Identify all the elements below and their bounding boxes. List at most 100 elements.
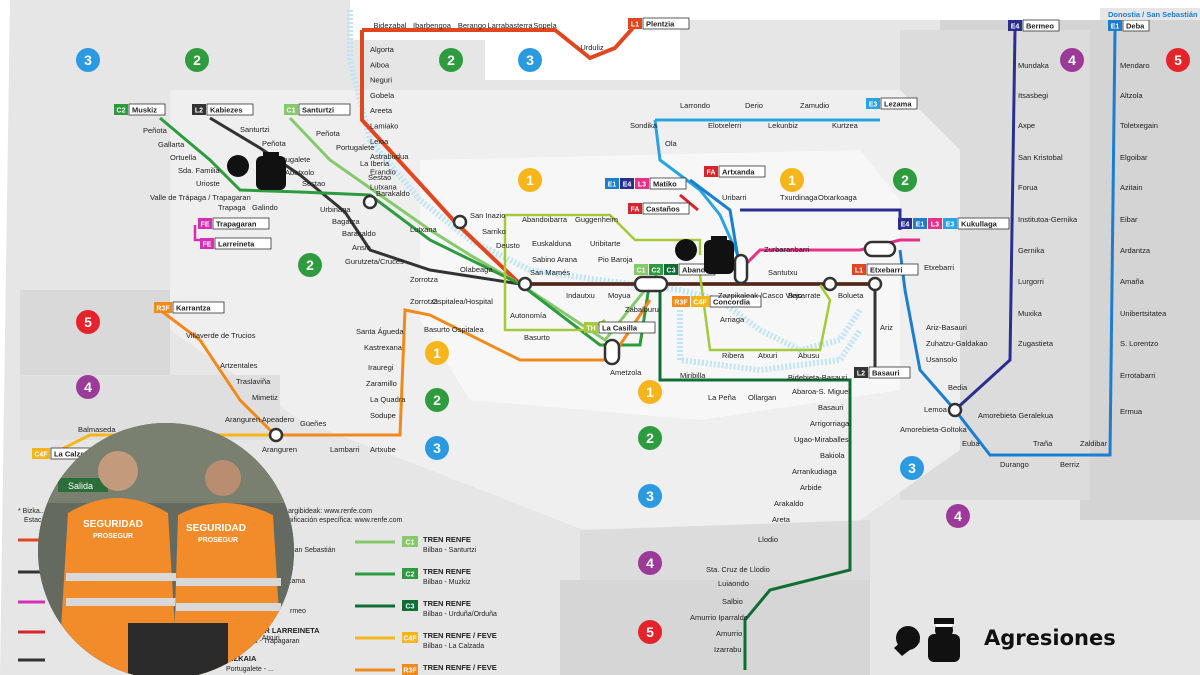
station-label[interactable]: Uribitarte (590, 239, 620, 248)
station-label[interactable]: Pio Baroja (598, 255, 633, 264)
station-label[interactable]: Bagatza (332, 217, 360, 226)
station-label[interactable]: Atxuri (758, 351, 778, 360)
station-label[interactable]: Sodupe (370, 411, 396, 420)
station-label[interactable]: Kastrexana (364, 343, 403, 352)
station-label[interactable]: Arriaga (720, 315, 745, 324)
station-label[interactable]: Berango (458, 21, 486, 30)
station-label[interactable]: Aranguren Apeadero (225, 415, 294, 424)
station-label[interactable]: Lutxana (370, 183, 398, 192)
station-label[interactable]: Peñota (262, 139, 287, 148)
station-label[interactable]: Etxebarri (924, 263, 954, 272)
station-label[interactable]: Zugastieta (1018, 339, 1054, 348)
station-label[interactable]: Astrabudua (370, 152, 409, 161)
station-label[interactable]: Sabino Arana (532, 255, 578, 264)
station-label[interactable]: Urioste (196, 179, 220, 188)
station-label[interactable]: Abandoibarra (522, 215, 568, 224)
station-label[interactable]: Elgoibar (1120, 153, 1148, 162)
station-label[interactable]: Areeta (370, 106, 393, 115)
station-label[interactable]: Abaroa-S. Miguel (792, 387, 850, 396)
station-label[interactable]: Usansolo (926, 355, 957, 364)
station-label[interactable]: Gobela (370, 91, 395, 100)
station-label[interactable]: Lamiako (370, 122, 398, 131)
station-label[interactable]: Bolueta (838, 291, 864, 300)
station-label[interactable]: Arakaldo (774, 499, 804, 508)
station-label[interactable]: Ugao-Miraballes (794, 435, 849, 444)
station-label[interactable]: Aranguren (262, 445, 297, 454)
station-label[interactable]: San Mamés (530, 268, 570, 277)
station-label[interactable]: La Iberia (360, 159, 390, 168)
station-label[interactable]: Traslaviña (236, 377, 271, 386)
station-label[interactable]: Basurto Ospitalea (424, 325, 484, 334)
station-label[interactable]: Sondika (630, 121, 658, 130)
station-label[interactable]: Basauri (818, 403, 844, 412)
station-label[interactable]: Axpe (1018, 121, 1035, 130)
station-label[interactable]: Arbide (800, 483, 822, 492)
station-label[interactable]: Kurtzea (832, 121, 859, 130)
station-label[interactable]: Durango (1000, 460, 1029, 469)
station-label[interactable]: Lekunbiz (768, 121, 798, 130)
station-label[interactable]: Arrankudiaga (792, 467, 837, 476)
station-label[interactable]: La Peña (708, 393, 737, 402)
station-label[interactable]: Sestao (368, 173, 391, 182)
station-label[interactable]: Olabeaga (460, 265, 493, 274)
station-label[interactable]: Barakaldo (342, 229, 376, 238)
station-label[interactable]: Sta. Cruz de Llodio (706, 565, 770, 574)
station-label[interactable]: Uribarri (722, 193, 747, 202)
station-label[interactable]: Berriz (1060, 460, 1080, 469)
station-label[interactable]: Amaña (1120, 277, 1145, 286)
station-label[interactable]: Areta (772, 515, 791, 524)
station-label[interactable]: Ollargan (748, 393, 776, 402)
station-label[interactable]: Ospitalea/Hospital (432, 297, 493, 306)
station-label[interactable]: Mundaka (1018, 61, 1050, 70)
station-label[interactable]: Bakiola (820, 451, 845, 460)
station-label[interactable]: Euba (962, 439, 980, 448)
station-label[interactable]: San Kristobal (1018, 153, 1063, 162)
station-label[interactable]: Lambarri (330, 445, 360, 454)
station-label[interactable]: Zorrotza (410, 275, 439, 284)
station-label[interactable]: Amorebieta Geralekua (978, 411, 1054, 420)
station-label[interactable]: Ermua (1120, 407, 1143, 416)
station-label[interactable]: Forua (1018, 183, 1038, 192)
station-label[interactable]: Abatxolo (285, 168, 314, 177)
station-label[interactable]: Bidezabal (374, 21, 407, 30)
station-label[interactable]: Gernika (1018, 246, 1045, 255)
station-label[interactable]: S. Lorentzo (1120, 339, 1158, 348)
station-label[interactable]: Moyua (608, 291, 631, 300)
station-label[interactable]: Izarrabu (714, 645, 742, 654)
station-label[interactable]: Bidebieta-Basauri (788, 373, 848, 382)
station-label[interactable]: Altzola (1120, 91, 1143, 100)
station-label[interactable]: Urbinaga (320, 205, 351, 214)
station-label[interactable]: Mimetiz (252, 393, 278, 402)
station-label[interactable]: Sda. Familia (178, 166, 221, 175)
station-label[interactable]: Txurdinaga (780, 193, 818, 202)
station-label[interactable]: Deusto (496, 241, 520, 250)
station-label[interactable]: Neguri (370, 76, 392, 85)
station-label[interactable]: Indautxu (566, 291, 595, 300)
station-label[interactable]: Toletxegain (1120, 121, 1158, 130)
station-label[interactable]: Güeñes (300, 419, 327, 428)
station-label[interactable]: La Quadra (370, 395, 406, 404)
station-label[interactable]: Erandio (370, 167, 396, 176)
station-label[interactable]: Ola (665, 139, 678, 148)
station-label[interactable]: Ortuella (170, 153, 197, 162)
station-label[interactable]: Otxarkoaga (818, 193, 858, 202)
station-label[interactable]: Arrigorriaga (810, 419, 850, 428)
station-label[interactable]: Zabalburu (625, 305, 659, 314)
station-label[interactable]: Miribilla (680, 371, 706, 380)
station-label[interactable]: Zazpikaleak /Casco Viejo (718, 291, 802, 300)
station-label[interactable]: Zurbaranbarri (764, 245, 810, 254)
station-label[interactable]: Euskalduna (532, 239, 572, 248)
